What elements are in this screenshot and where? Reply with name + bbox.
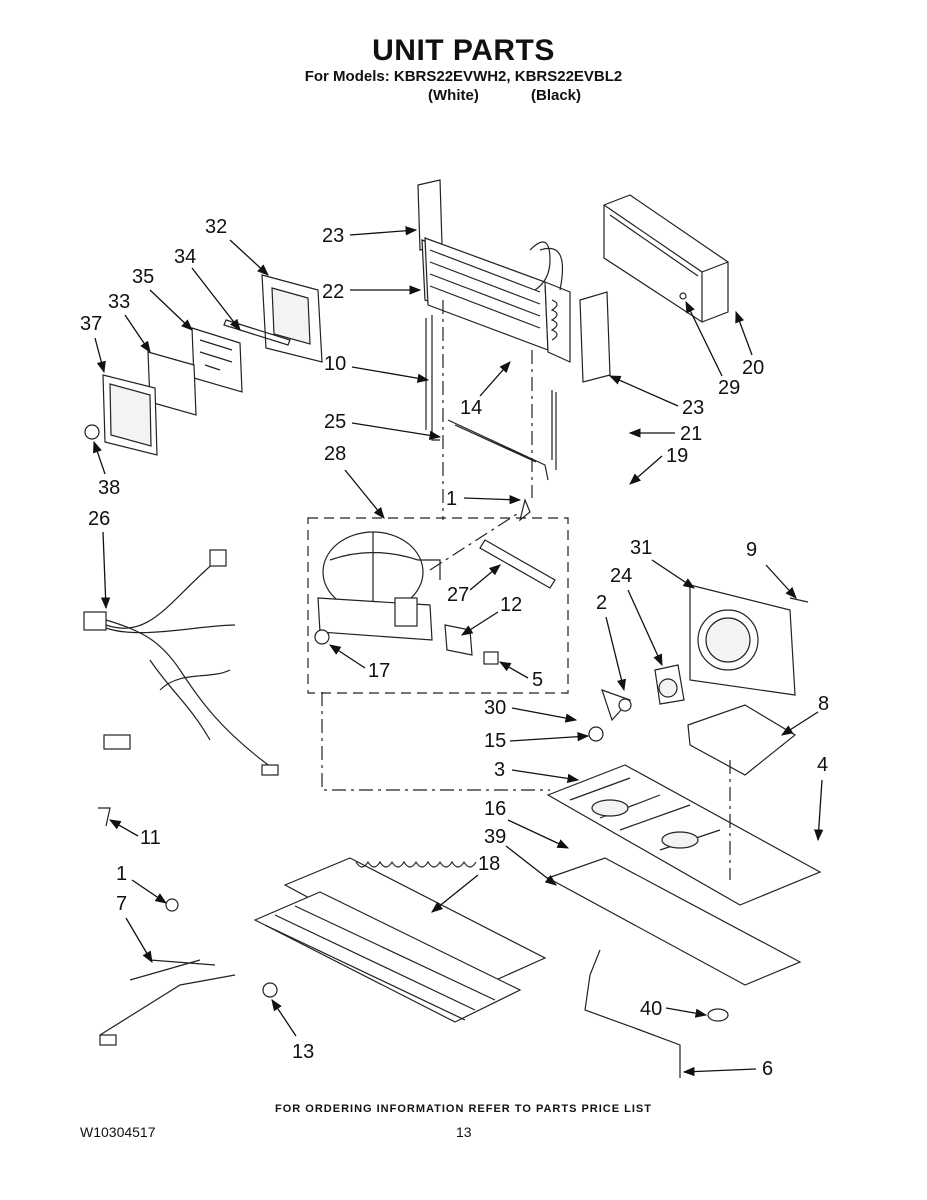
ordering-note: FOR ORDERING INFORMATION REFER TO PARTS … [275,1103,652,1115]
callout-24: 24 [610,565,632,587]
color-white-label: (White) [428,87,479,104]
callout-4: 4 [817,754,828,776]
callout-31: 31 [630,537,652,559]
condenser-drawing [253,857,547,1023]
callout-15: 15 [484,730,506,752]
callout-7: 7 [116,893,127,915]
callout-34: 34 [174,246,196,268]
fan-assembly-drawing [588,584,809,776]
callout-14: 14 [460,397,482,419]
callout-28: 28 [324,443,346,465]
callout-25: 25 [324,411,346,433]
base-pan-drawing [546,760,822,906]
callout-labels: 23 22 10 25 28 32 34 35 33 37 38 26 14 2… [80,216,829,1080]
callout-27: 27 [447,584,469,606]
callout-19: 19 [666,445,688,467]
callout-23-right: 23 [682,397,704,419]
drain-pan-drawing [546,857,802,1078]
page-title: UNIT PARTS [372,34,555,67]
models-line: For Models: KBRS22EVWH2, KBRS22EVBL2 [304,68,623,85]
callout-5: 5 [532,669,543,691]
compressor-drawing [307,498,569,694]
callout-38: 38 [98,477,120,499]
control-box-drawing [84,274,323,456]
evaporator-assembly-drawing [417,179,611,520]
callout-30: 30 [484,697,506,719]
callout-9: 9 [746,539,757,561]
callout-12: 12 [500,594,522,616]
callout-33: 33 [108,291,130,313]
callout-29: 29 [718,377,740,399]
callout-16: 16 [484,798,506,820]
wire-harness-drawing [83,549,279,776]
callout-40: 40 [640,998,662,1020]
callout-11: 11 [140,827,161,849]
callout-20: 20 [742,357,764,379]
small-harness-drawing [98,807,236,1046]
callout-39: 39 [484,826,506,848]
callout-1-top: 1 [446,488,457,510]
callout-1-bottom: 1 [116,863,127,885]
callout-8: 8 [818,693,829,715]
page-number: 13 [456,1124,472,1140]
callout-21: 21 [680,423,702,445]
callout-32: 32 [205,216,227,238]
callout-26: 26 [88,508,110,530]
callout-6: 6 [762,1058,773,1080]
callout-18: 18 [478,853,500,875]
callout-3: 3 [494,759,505,781]
document-number: W10304517 [80,1124,156,1140]
callout-17: 17 [368,660,390,682]
callout-35: 35 [132,266,154,288]
callout-22: 22 [322,281,344,303]
callout-10: 10 [324,353,346,375]
callout-37: 37 [80,313,102,335]
callout-23-top: 23 [322,225,344,247]
color-black-label: (Black) [531,87,582,104]
callout-13: 13 [292,1041,314,1063]
callout-2: 2 [596,592,607,614]
duct-cover-drawing [603,194,729,323]
